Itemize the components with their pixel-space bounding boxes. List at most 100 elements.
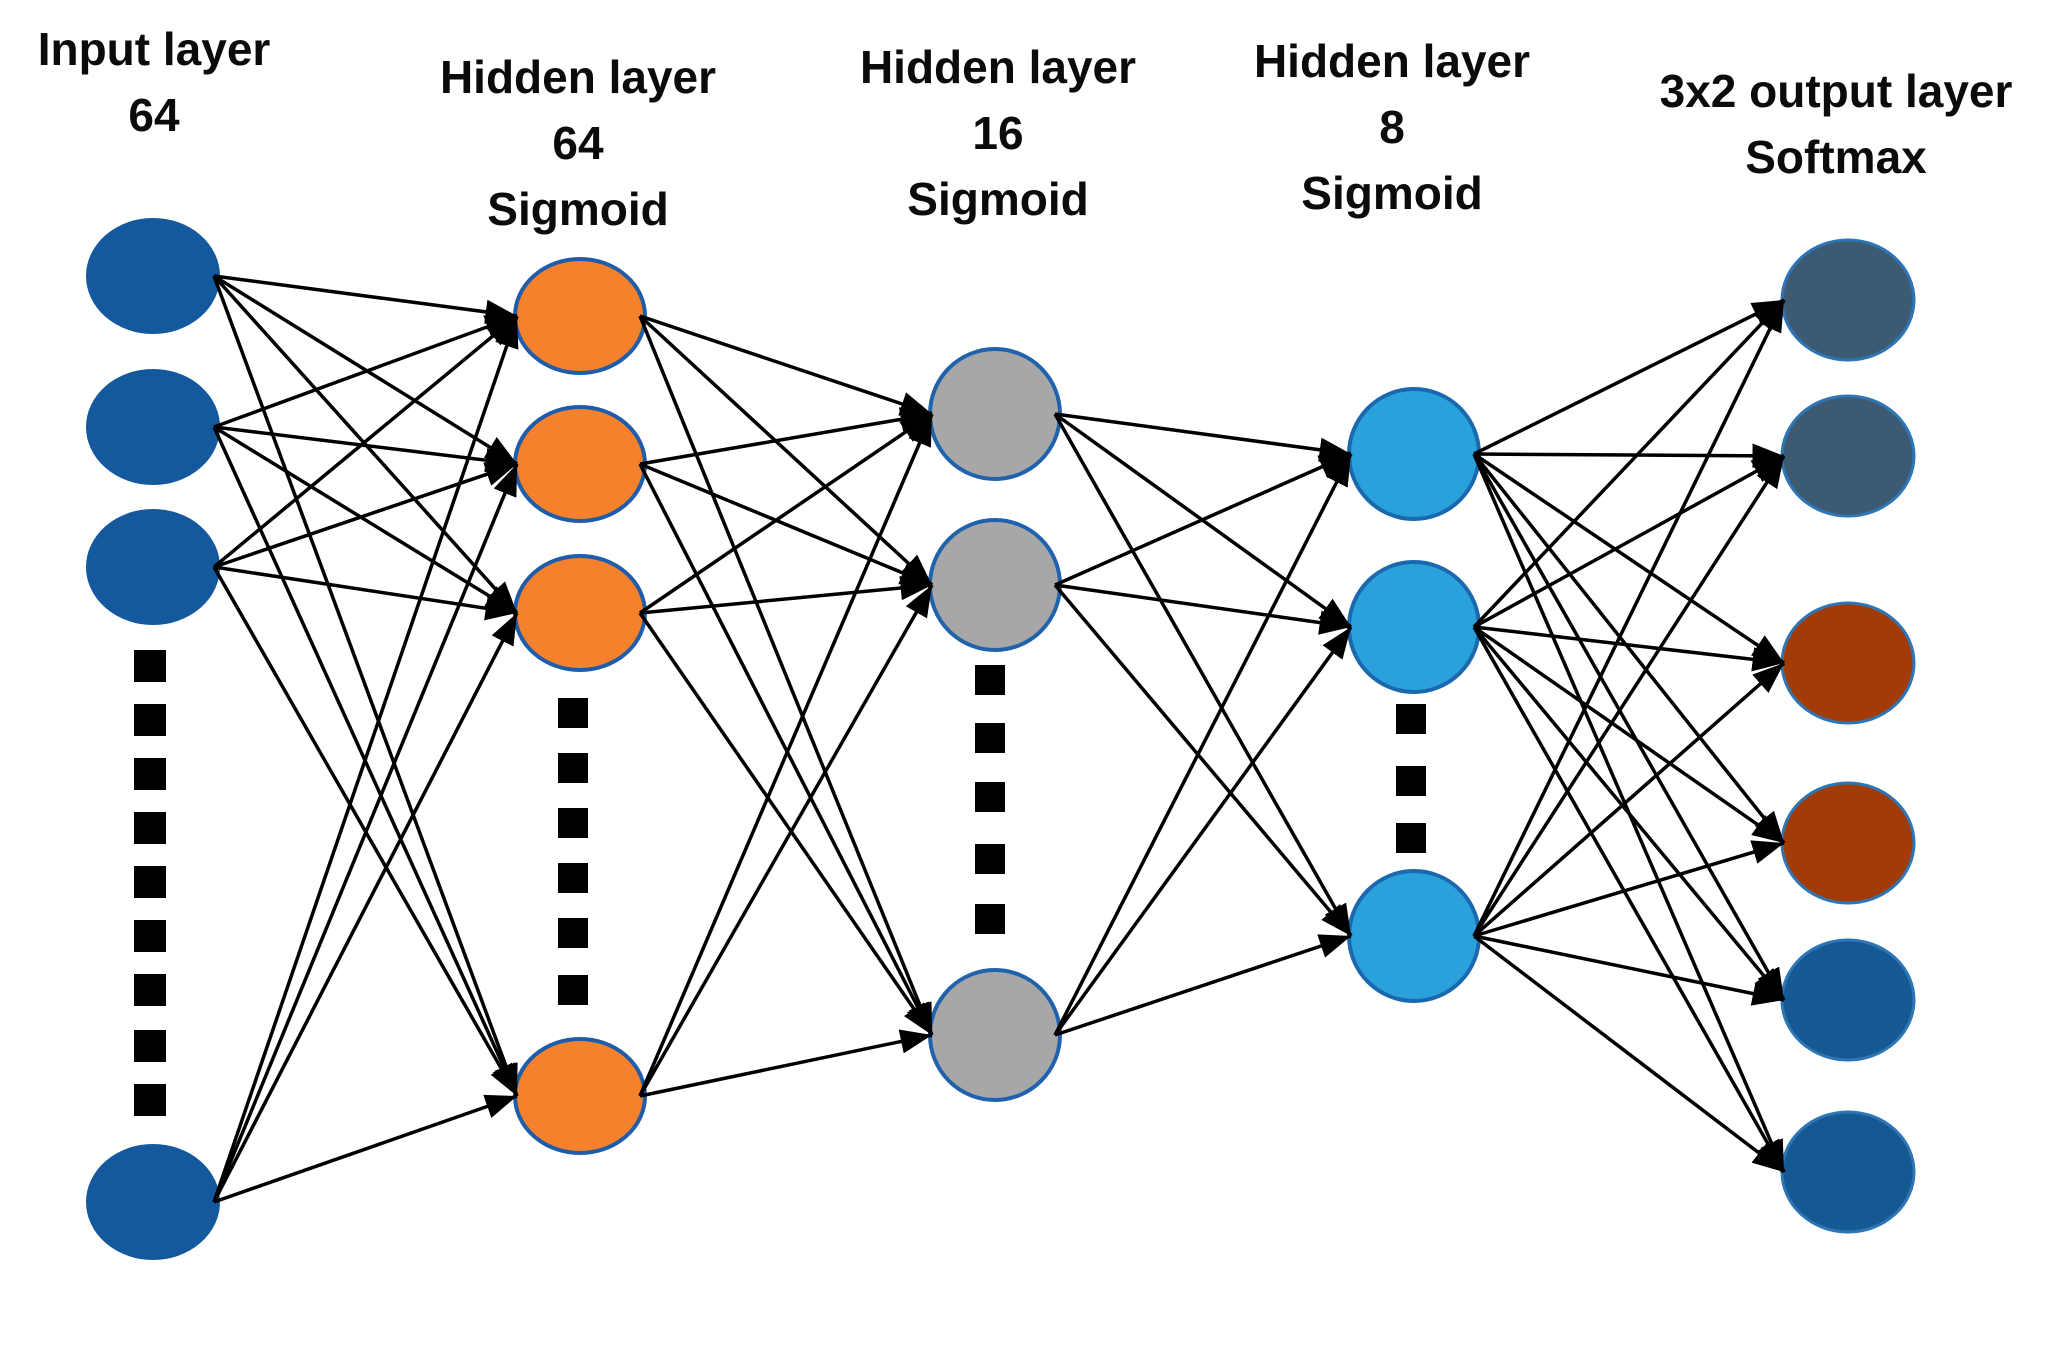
edge-hidden-layer-3-to-output-layer xyxy=(1472,299,1786,937)
node-output-layer-6 xyxy=(1780,1110,1916,1234)
node-input-layer-4 xyxy=(86,1144,220,1260)
edge-input-layer-to-hidden-layer-1 xyxy=(212,315,519,1203)
node-input-layer-2 xyxy=(86,369,220,485)
edge-hidden-layer-1-to-hidden-layer-2 xyxy=(638,463,934,1036)
node-output-layer-5 xyxy=(1780,938,1916,1062)
layer-size: 8 xyxy=(1379,101,1405,153)
edge-hidden-layer-3-to-output-layer xyxy=(1472,626,1786,1173)
edge-hidden-layer-1-to-hidden-layer-2 xyxy=(639,407,933,466)
edge-hidden-layer-2-to-hidden-layer-3 xyxy=(1054,452,1352,587)
edge-hidden-layer-1-to-hidden-layer-2 xyxy=(639,412,933,615)
edge-hidden-layer-1-to-hidden-layer-2 xyxy=(639,575,933,615)
layer-title: Hidden layer xyxy=(859,41,1137,93)
edge-hidden-layer-1-to-hidden-layer-2 xyxy=(638,584,934,1097)
layer-label-hidden-3: Hidden layer 8 Sigmoid xyxy=(1254,28,1530,226)
layer-title: Input layer xyxy=(37,23,271,75)
node-input-layer-1 xyxy=(86,218,220,334)
node-hidden-layer-3-3 xyxy=(1347,869,1481,1003)
node-hidden-layer-2-2 xyxy=(928,518,1062,652)
node-hidden-layer-1-4 xyxy=(513,1037,647,1155)
edge-input-layer-to-hidden-layer-1 xyxy=(212,314,519,569)
ellipsis-dot xyxy=(1396,823,1426,853)
edge-hidden-layer-3-to-output-layer xyxy=(1473,298,1785,456)
ellipsis-dot xyxy=(134,812,166,844)
ellipsis-dot xyxy=(558,753,588,783)
ellipsis-dot xyxy=(1396,766,1426,796)
edge-input-layer-to-hidden-layer-1 xyxy=(212,463,519,1203)
node-output-layer-4 xyxy=(1780,781,1916,905)
ellipsis-dot xyxy=(558,698,588,728)
ellipsis-dot xyxy=(134,974,166,1006)
ellipsis-dot xyxy=(134,1084,166,1116)
ellipsis-dot xyxy=(134,758,166,790)
ellipsis-dot xyxy=(975,665,1005,695)
edge-hidden-layer-2-to-hidden-layer-3 xyxy=(1053,413,1353,937)
node-hidden-layer-1-3 xyxy=(513,554,647,672)
layer-activation: Sigmoid xyxy=(907,173,1089,225)
layer-title: 3x2 output layer xyxy=(1659,65,2013,117)
ellipsis-dot xyxy=(558,808,588,838)
ellipsis-dot xyxy=(134,920,166,952)
ellipsis-dot xyxy=(134,704,166,736)
edge-input-layer-to-hidden-layer-1 xyxy=(213,274,518,325)
layer-activation: Sigmoid xyxy=(487,183,669,235)
node-hidden-layer-3-2 xyxy=(1347,560,1481,694)
ellipsis-dot xyxy=(558,918,588,948)
edge-hidden-layer-3-to-output-layer xyxy=(1472,625,1786,1002)
node-hidden-layer-1-1 xyxy=(513,257,647,375)
edge-hidden-layer-1-to-hidden-layer-2 xyxy=(639,462,933,587)
edge-hidden-layer-2-to-hidden-layer-3 xyxy=(1054,412,1352,462)
ellipsis-dot xyxy=(558,975,588,1005)
layer-label-hidden-1: Hidden layer 64 Sigmoid xyxy=(440,44,716,242)
edge-hidden-layer-1-to-hidden-layer-2 xyxy=(638,413,934,1097)
layer-label-input: Input layer 64 xyxy=(38,16,271,148)
edge-hidden-layer-1-to-hidden-layer-2 xyxy=(638,612,934,1036)
edge-hidden-layer-3-to-output-layer xyxy=(1472,452,1786,845)
layer-label-hidden-2: Hidden layer 16 Sigmoid xyxy=(860,34,1136,232)
edge-hidden-layer-3-to-output-layer xyxy=(1473,840,1785,938)
edge-hidden-layer-3-to-output-layer xyxy=(1473,443,1785,469)
ellipsis-dot xyxy=(134,866,166,898)
edge-hidden-layer-3-to-output-layer xyxy=(1472,455,1786,937)
edge-hidden-layer-3-to-output-layer xyxy=(1473,934,1785,1006)
edge-hidden-layer-1-to-hidden-layer-2 xyxy=(639,1029,933,1098)
edge-hidden-layer-3-to-output-layer xyxy=(1472,625,1786,845)
layer-size: 16 xyxy=(972,107,1024,159)
edge-hidden-layer-1-to-hidden-layer-2 xyxy=(639,314,933,416)
edge-hidden-layer-3-to-output-layer xyxy=(1472,661,1786,938)
edge-hidden-layer-3-to-output-layer xyxy=(1472,934,1786,1174)
edge-input-layer-to-hidden-layer-1 xyxy=(213,314,518,429)
edge-input-layer-to-hidden-layer-1 xyxy=(213,565,518,621)
node-hidden-layer-3-1 xyxy=(1347,387,1481,521)
edge-input-layer-to-hidden-layer-1 xyxy=(212,275,519,1097)
edge-input-layer-to-hidden-layer-1 xyxy=(213,1094,518,1204)
node-output-layer-2 xyxy=(1780,394,1916,518)
node-output-layer-1 xyxy=(1780,238,1916,362)
edge-hidden-layer-1-to-hidden-layer-2 xyxy=(638,314,934,587)
edge-hidden-layer-3-to-output-layer xyxy=(1473,454,1785,629)
edge-input-layer-to-hidden-layer-1 xyxy=(213,425,518,473)
ellipsis-dot xyxy=(975,782,1005,812)
node-output-layer-3 xyxy=(1780,601,1916,725)
edge-hidden-layer-3-to-output-layer xyxy=(1472,453,1786,1001)
edge-hidden-layer-3-to-output-layer xyxy=(1473,625,1785,672)
edge-hidden-layer-2-to-hidden-layer-3 xyxy=(1053,583,1353,938)
node-input-layer-3 xyxy=(86,509,220,625)
ellipsis-dot xyxy=(134,1030,166,1062)
edge-hidden-layer-3-to-output-layer xyxy=(1473,452,1785,665)
layer-title: Hidden layer xyxy=(439,51,717,103)
layer-label-output: 3x2 output layer Softmax xyxy=(1660,58,2013,190)
ellipsis-dot xyxy=(975,904,1005,934)
ellipsis-dot xyxy=(134,650,166,682)
node-hidden-layer-1-2 xyxy=(513,405,647,523)
edge-input-layer-to-hidden-layer-1 xyxy=(213,425,518,615)
edge-hidden-layer-2-to-hidden-layer-3 xyxy=(1054,583,1352,635)
edge-hidden-layer-3-to-output-layer xyxy=(1472,298,1786,629)
layer-activation: Sigmoid xyxy=(1301,167,1483,219)
ellipsis-dot xyxy=(975,723,1005,753)
layer-activation: Softmax xyxy=(1745,131,1927,183)
layer-size: 64 xyxy=(128,89,180,141)
edge-input-layer-to-hidden-layer-1 xyxy=(213,462,518,569)
